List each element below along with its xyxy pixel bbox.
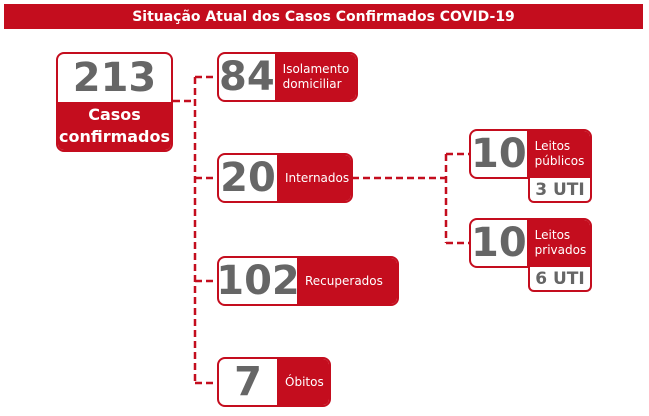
card-label: Internados [277, 155, 351, 201]
card-label: Isolamento domiciliar [274, 54, 356, 100]
total-cases-label: Casos confirmados [58, 102, 171, 150]
card-label: Óbitos [277, 359, 329, 405]
public-beds-uti: 3 UTI [528, 178, 592, 203]
recovered-card: 102 Recuperados [217, 256, 399, 306]
private-beds-card: 10 Leitos privados [469, 218, 592, 268]
page-title: Situação Atual dos Casos Confirmados COV… [4, 4, 643, 29]
card-label: Leitos privados [526, 220, 590, 266]
home-isolation-card: 84 Isolamento domiciliar [217, 52, 358, 102]
public-beds-card: 10 Leitos públicos [469, 129, 592, 179]
card-value: 10 [471, 220, 527, 266]
hospitalized-card: 20 Internados [217, 153, 353, 203]
card-label: Leitos públicos [526, 131, 590, 177]
private-beds-uti: 6 UTI [528, 267, 592, 292]
card-value: 102 [217, 258, 300, 304]
card-label: Recuperados [297, 258, 397, 304]
card-value: 20 [220, 155, 276, 201]
card-value: 84 [219, 54, 275, 100]
total-cases-card: 213 Casos confirmados [56, 52, 173, 152]
deaths-card: 7 Óbitos [217, 357, 331, 407]
total-cases-value: 213 [72, 55, 157, 101]
card-value: 7 [234, 359, 262, 405]
card-value: 10 [471, 131, 527, 177]
